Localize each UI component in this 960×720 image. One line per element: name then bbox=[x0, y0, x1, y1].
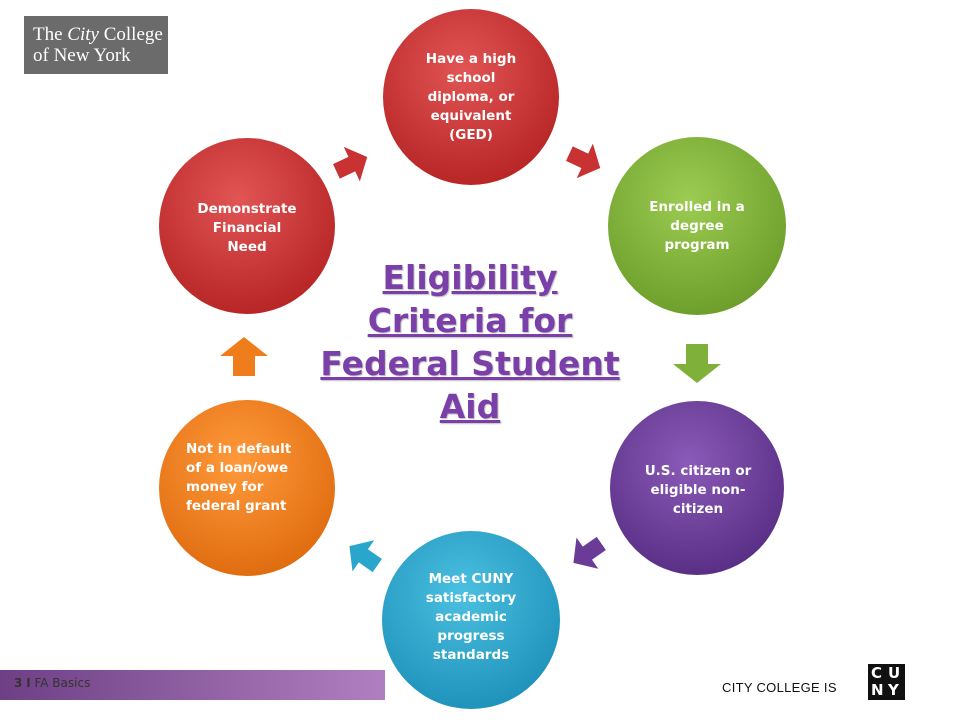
cuny-logo: C U N Y bbox=[868, 664, 905, 700]
node-need-label: Demonstrate Financial Need bbox=[197, 200, 297, 255]
ccny-logo: The City College of New York bbox=[24, 16, 168, 74]
footer-page-label: 3 I FA Basics bbox=[14, 676, 91, 690]
node-need-circle bbox=[159, 138, 335, 314]
arrow-need-to-diploma bbox=[333, 146, 368, 182]
node-citizen-circle bbox=[610, 401, 784, 575]
arrow-default-to-need bbox=[220, 337, 268, 376]
node-citizen-label: U.S. citizen or eligible non- citizen bbox=[644, 462, 752, 517]
footer-bar bbox=[0, 670, 385, 700]
diagram-title: Eligibility Criteria for Federal Student… bbox=[320, 258, 620, 426]
node-default-circle bbox=[159, 400, 335, 576]
node-diploma-label: Have a high school diploma, or equivalen… bbox=[425, 50, 517, 143]
node-diploma-circle bbox=[383, 9, 559, 185]
arrow-sap-to-default bbox=[349, 540, 382, 573]
arrow-degree-to-citizen bbox=[673, 344, 721, 383]
node-sap-label: Meet CUNY satisfactory academic progress… bbox=[425, 570, 517, 663]
arrow-diploma-to-degree bbox=[566, 143, 601, 179]
node-degree-circle bbox=[608, 137, 786, 315]
node-degree-label: Enrolled in a degree program bbox=[649, 198, 745, 253]
node-sap-circle bbox=[382, 531, 560, 709]
node-default-label: Not in default of a loan/owe money for f… bbox=[186, 441, 292, 514]
city-college-is-text: CITY COLLEGE IS bbox=[722, 680, 837, 695]
arrow-citizen-to-sap bbox=[573, 536, 606, 569]
